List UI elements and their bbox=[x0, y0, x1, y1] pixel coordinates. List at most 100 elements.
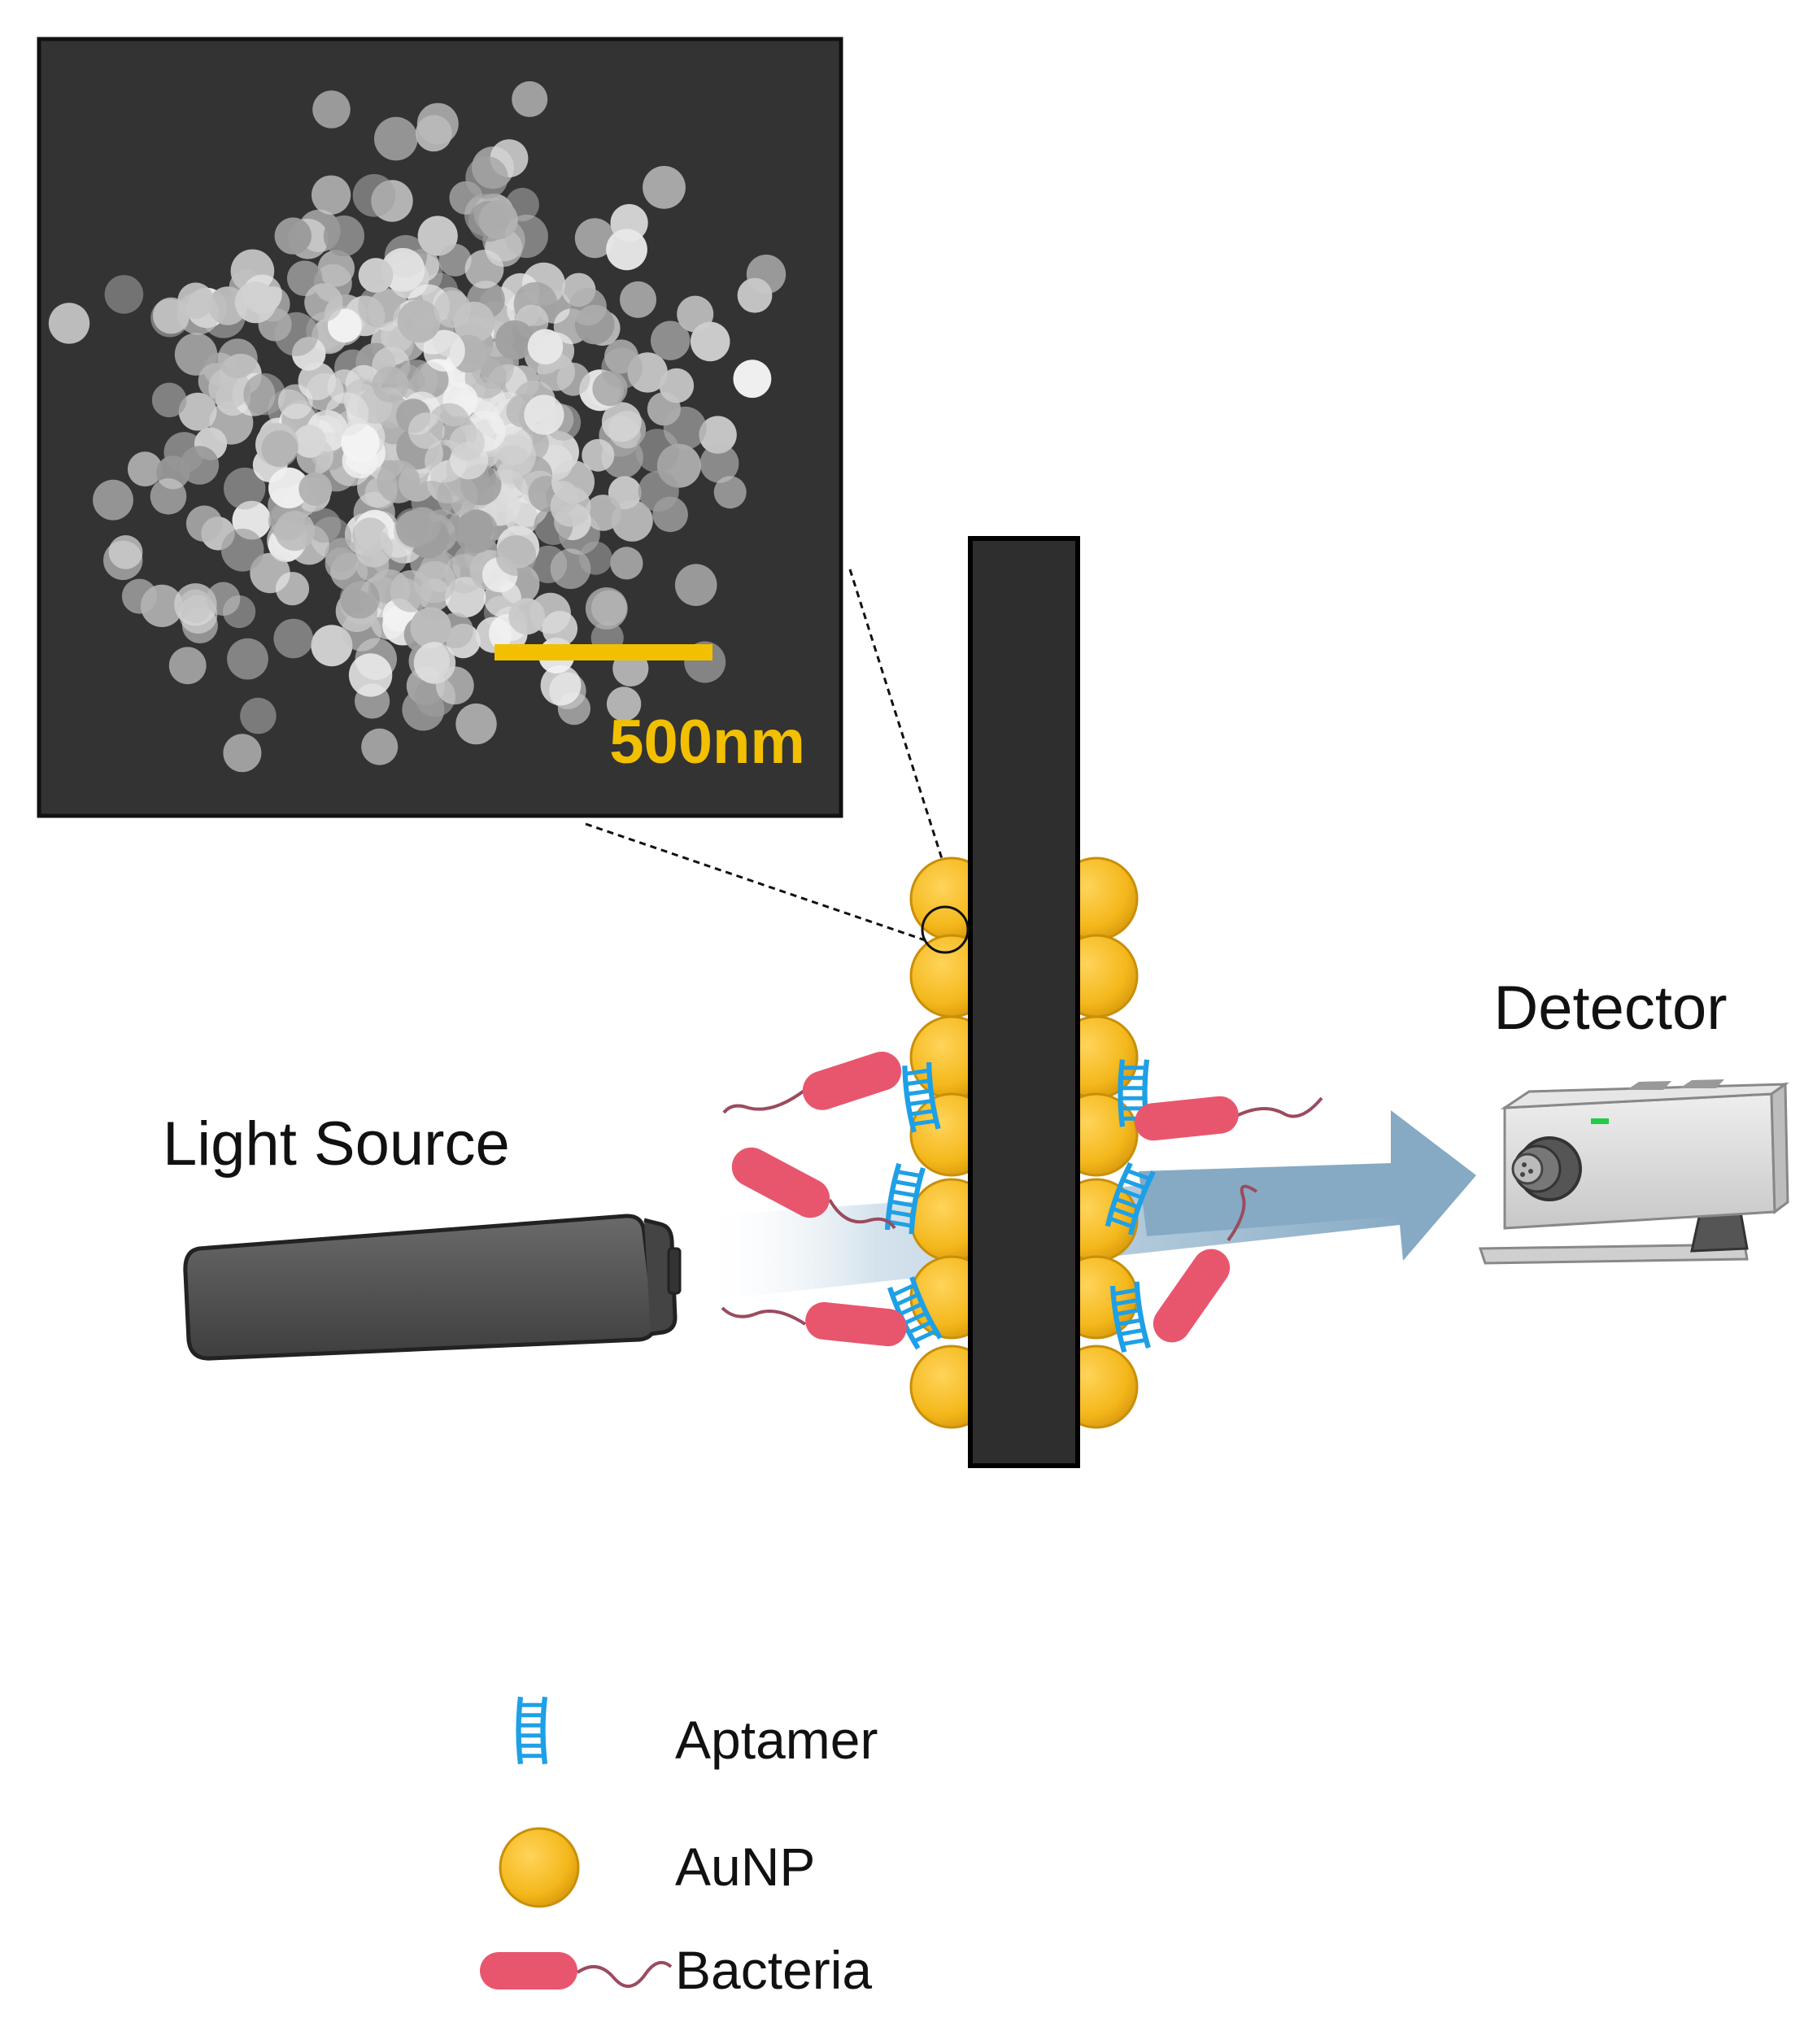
sem-nanoparticle bbox=[358, 285, 401, 328]
sem-nanoparticle bbox=[151, 382, 187, 418]
sem-nanoparticle bbox=[495, 320, 535, 360]
sem-nanoparticle bbox=[339, 578, 380, 619]
sem-nanoparticle bbox=[542, 611, 578, 647]
sem-nanoparticle bbox=[275, 572, 310, 606]
sem-nanoparticle bbox=[293, 425, 327, 458]
scale-bar-label: 500nm bbox=[609, 708, 805, 777]
sem-nanoparticle bbox=[141, 584, 184, 628]
sem-nanoparticle bbox=[508, 598, 546, 635]
sem-nanoparticle bbox=[437, 474, 478, 516]
sem-nanoparticle bbox=[176, 292, 220, 335]
sem-nanoparticle bbox=[103, 540, 143, 581]
light-source-icon bbox=[183, 1214, 682, 1361]
sem-nanoparticle bbox=[435, 666, 474, 705]
sem-nanoparticle bbox=[390, 570, 433, 612]
detector-label: Detector bbox=[1493, 974, 1727, 1043]
sem-nanoparticle bbox=[358, 258, 394, 293]
sem-nanoparticle bbox=[606, 686, 642, 721]
sem-nanoparticle bbox=[699, 443, 739, 483]
sem-nanoparticle bbox=[512, 81, 548, 117]
sem-nanoparticle bbox=[274, 217, 312, 255]
arrow-icon bbox=[1139, 1110, 1476, 1261]
sem-nanoparticle bbox=[611, 499, 653, 542]
sem-nanoparticle bbox=[306, 508, 342, 543]
sem-nanoparticle bbox=[690, 321, 730, 362]
sem-nanoparticle bbox=[377, 460, 420, 503]
detector-indicator bbox=[1591, 1118, 1609, 1124]
sem-nanoparticle bbox=[699, 416, 737, 454]
bacteria-icon bbox=[722, 1051, 902, 1114]
sem-nanoparticle bbox=[224, 467, 266, 510]
sem-nanoparticle bbox=[304, 283, 343, 322]
sem-nanoparticle bbox=[104, 275, 144, 314]
sem-nanoparticle bbox=[180, 446, 220, 485]
sem-nanoparticle bbox=[674, 564, 717, 606]
sem-nanoparticle bbox=[185, 505, 223, 543]
sem-nanoparticle bbox=[352, 174, 396, 217]
sem-nanoparticle bbox=[261, 430, 298, 468]
sem-nanoparticle bbox=[620, 281, 656, 318]
sem-nanoparticle bbox=[240, 697, 277, 734]
sem-nanoparticle bbox=[396, 510, 434, 548]
sem-nanoparticle bbox=[408, 412, 445, 449]
sem-nanoparticle bbox=[592, 371, 628, 407]
sem-nanoparticle bbox=[455, 703, 497, 745]
sem-nanoparticle bbox=[243, 373, 285, 416]
sem-nanoparticle bbox=[585, 587, 628, 630]
sem-nanoparticle bbox=[274, 511, 315, 551]
legend-item-aptamer: Aptamer bbox=[519, 1697, 878, 1770]
legend-label-aptamer: Aptamer bbox=[675, 1710, 878, 1770]
sem-nanoparticle bbox=[178, 392, 217, 431]
sem-nanoparticle bbox=[550, 486, 591, 527]
sem-nanoparticle bbox=[323, 215, 364, 257]
sem-nanoparticle bbox=[150, 478, 187, 515]
sem-nanoparticle bbox=[529, 545, 568, 584]
sem-nanoparticle bbox=[438, 243, 472, 277]
sem-nanoparticle bbox=[312, 90, 351, 129]
sem-nanoparticle bbox=[737, 277, 773, 313]
sem-nanoparticle bbox=[361, 728, 399, 765]
legend: Aptamer AuNP Bacteria bbox=[480, 1697, 878, 2000]
sem-nanoparticle bbox=[274, 312, 319, 356]
sem-nanoparticle bbox=[415, 115, 452, 152]
sem-nanoparticle bbox=[298, 472, 333, 506]
bacteria-icon bbox=[1135, 1096, 1323, 1141]
sem-nanoparticle bbox=[174, 333, 218, 376]
sem-nanoparticle bbox=[48, 303, 90, 344]
legend-item-aunp: AuNP bbox=[499, 1827, 815, 1908]
sem-nanoparticle bbox=[327, 308, 362, 343]
sem-nanoparticle bbox=[643, 166, 686, 209]
scale-bar bbox=[495, 644, 712, 660]
bacteria-icon bbox=[480, 1952, 673, 1990]
sem-nanoparticle bbox=[492, 445, 533, 485]
sem-nanoparticle bbox=[355, 530, 394, 568]
sem-nanoparticle bbox=[713, 476, 747, 509]
sem-nanoparticle bbox=[582, 438, 615, 472]
sem-nanoparticle bbox=[524, 394, 564, 435]
zoom-circle bbox=[921, 905, 970, 954]
sem-nanoparticle bbox=[733, 360, 772, 399]
sem-nanoparticle bbox=[374, 116, 418, 161]
sem-nanoparticle bbox=[317, 250, 355, 287]
sem-nanoparticle bbox=[610, 547, 643, 580]
sem-nanoparticle bbox=[423, 329, 465, 372]
sem-nanoparticle bbox=[454, 509, 499, 554]
legend-label-aunp: AuNP bbox=[675, 1837, 815, 1897]
sem-nanoparticle bbox=[495, 535, 537, 576]
sem-nanoparticle bbox=[93, 479, 133, 521]
sem-nanoparticle bbox=[223, 734, 262, 773]
sem-nanoparticle bbox=[397, 299, 441, 343]
sem-nanoparticle bbox=[464, 250, 504, 289]
bacteria-icon bbox=[731, 1147, 896, 1230]
sem-nanoparticle bbox=[127, 451, 163, 487]
sem-nanoparticle bbox=[601, 402, 642, 442]
sem-nanoparticle bbox=[465, 156, 508, 199]
sem-nanoparticle bbox=[348, 653, 393, 697]
bacteria-group bbox=[721, 1051, 1323, 1347]
bacteria-icon bbox=[1153, 1184, 1258, 1343]
detector-icon bbox=[1478, 1079, 1789, 1265]
sem-nanoparticle bbox=[325, 538, 359, 573]
sem-nanoparticle bbox=[206, 582, 241, 617]
sem-nanoparticle bbox=[638, 470, 679, 512]
